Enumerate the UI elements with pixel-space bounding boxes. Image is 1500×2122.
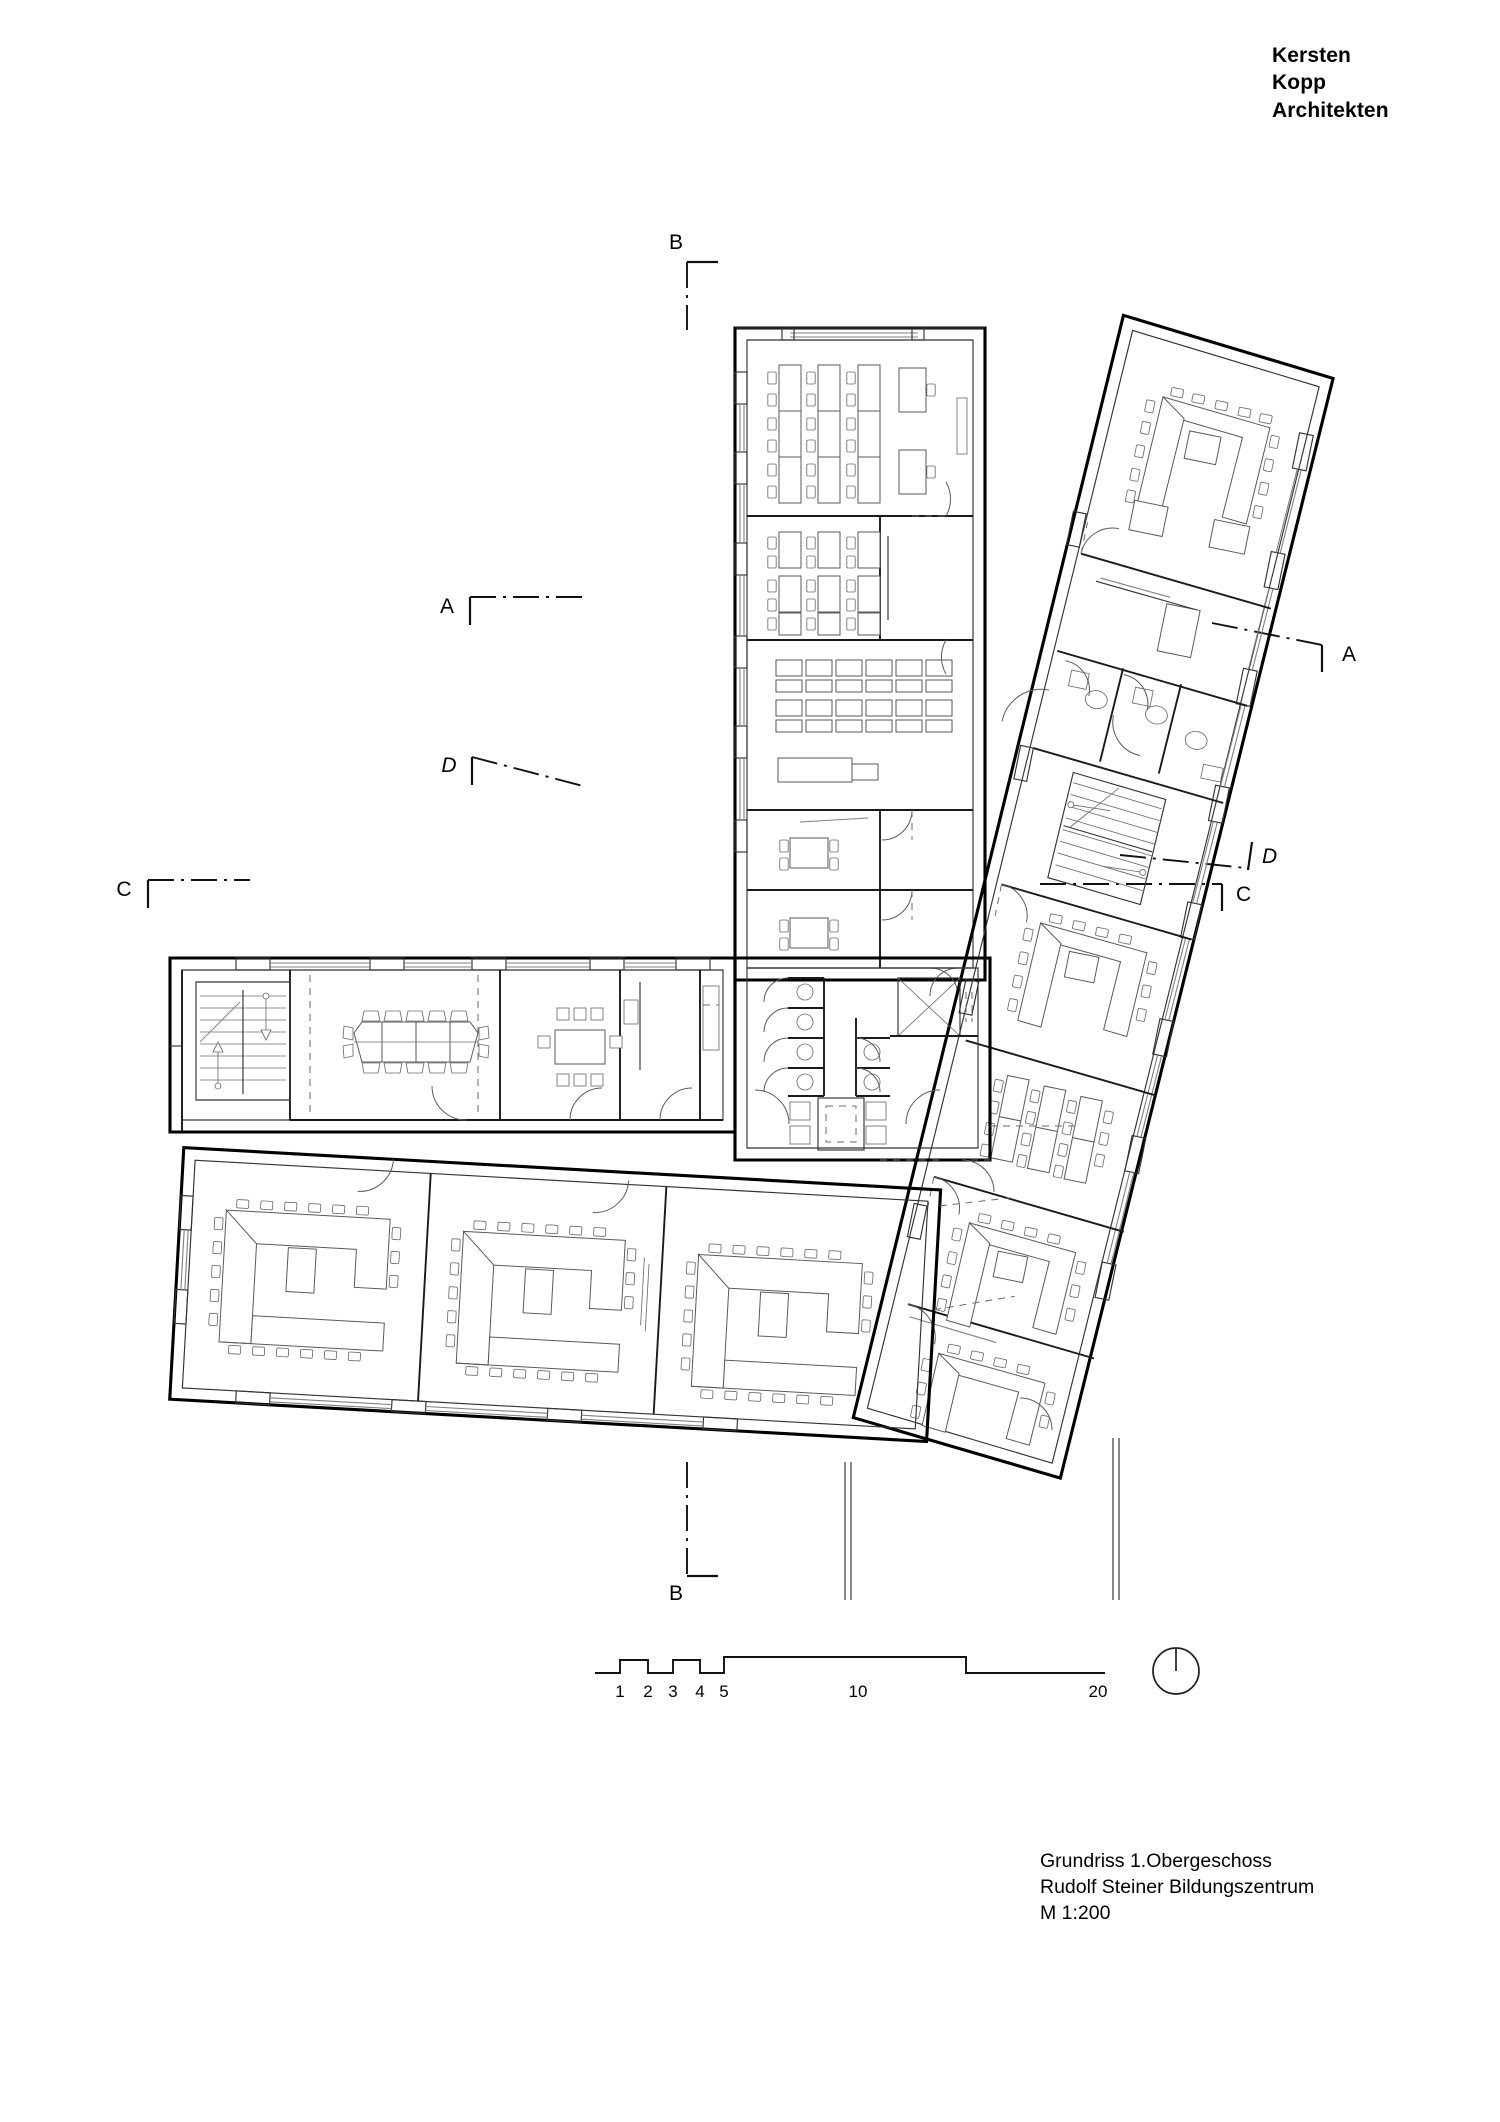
section-label-d-left: D (441, 754, 456, 777)
room-stair-s1 (195, 981, 291, 1101)
scale-tick-3: 3 (668, 1682, 677, 1701)
east-wing (851, 313, 1335, 1481)
logo-line-2: Kopp (1272, 71, 1327, 95)
section-label-b-bottom: B (669, 1582, 683, 1605)
room-conference-s2 (309, 975, 490, 1118)
room-office-e2 (1095, 577, 1201, 659)
terrace-walls (844, 1438, 1120, 1600)
section-axis-labels: B B A D C A D C (116, 231, 1356, 1605)
room-classroom-n2 (767, 531, 889, 636)
room-classroom-s6 (208, 1199, 402, 1362)
scale-tick-1: 1 (615, 1682, 624, 1701)
south-wing-lower (168, 1145, 1015, 1444)
room-seminar-e8 (909, 1316, 1056, 1446)
scale-tick-20: 20 (1089, 1682, 1108, 1701)
practice-logo: Kersten Kopp Architekten (1272, 42, 1389, 124)
caption-scale: M 1:200 (1040, 1901, 1111, 1924)
caption-project: Rudolf Steiner Bildungszentrum (1040, 1875, 1315, 1898)
wc-block-s5 (733, 956, 1080, 1162)
room-lecture-n3 (775, 659, 953, 783)
section-axis-lines (146, 260, 1324, 1578)
drawing-caption: Grundriss 1.Obergeschoss Rudolf Steiner … (1040, 1849, 1314, 1927)
room-classroom-n1 (767, 364, 968, 504)
section-label-a-left: A (440, 595, 454, 618)
section-label-d-right: D (1262, 845, 1277, 868)
room-classroom-e6 (979, 1074, 1114, 1184)
section-label-b-top: B (669, 231, 683, 254)
room-sanitary-e3 (1001, 660, 1224, 783)
north-wing-west-windows (734, 371, 748, 853)
scale-tick-5: 5 (719, 1682, 728, 1701)
north-arrow (1152, 1647, 1200, 1695)
room-classroom-s7 (445, 1220, 637, 1383)
room-kitchenette-s4 (702, 985, 720, 1051)
corridor-links (940, 1158, 1053, 1431)
south-wing-south-windows (235, 1390, 739, 1432)
room-classroom-s8 (680, 1243, 874, 1406)
scale-bar: 1 2 3 4 5 10 20 (595, 1656, 1108, 1701)
wash-basins (789, 1097, 887, 1151)
south-wing-north-windows (235, 957, 711, 971)
logo-line-1: Kersten (1272, 44, 1351, 67)
room-seminar-e1 (1124, 386, 1280, 555)
room-seminar-e5 (1006, 913, 1158, 1038)
room-meeting-s3 (537, 982, 641, 1087)
room-office-n4 (779, 817, 869, 871)
east-wing-west-windows (906, 510, 1087, 1241)
east-wing-east-windows (1094, 432, 1314, 1301)
room-seminar-e7 (935, 1213, 1087, 1335)
south-wing-upper (168, 956, 737, 1134)
north-wing (733, 326, 987, 997)
scale-tick-10: 10 (849, 1682, 868, 1701)
section-label-c-right: C (1236, 883, 1251, 906)
scale-tick-2: 2 (643, 1682, 652, 1701)
caption-title: Grundriss 1.Obergeschoss (1040, 1850, 1272, 1872)
room-stair-e4 (1047, 771, 1167, 906)
room-office-n5 (779, 917, 839, 951)
section-label-c-left: C (116, 878, 131, 901)
logo-line-3: Architekten (1272, 98, 1389, 122)
scale-tick-4: 4 (695, 1682, 704, 1701)
section-label-a-right: A (1342, 643, 1356, 666)
